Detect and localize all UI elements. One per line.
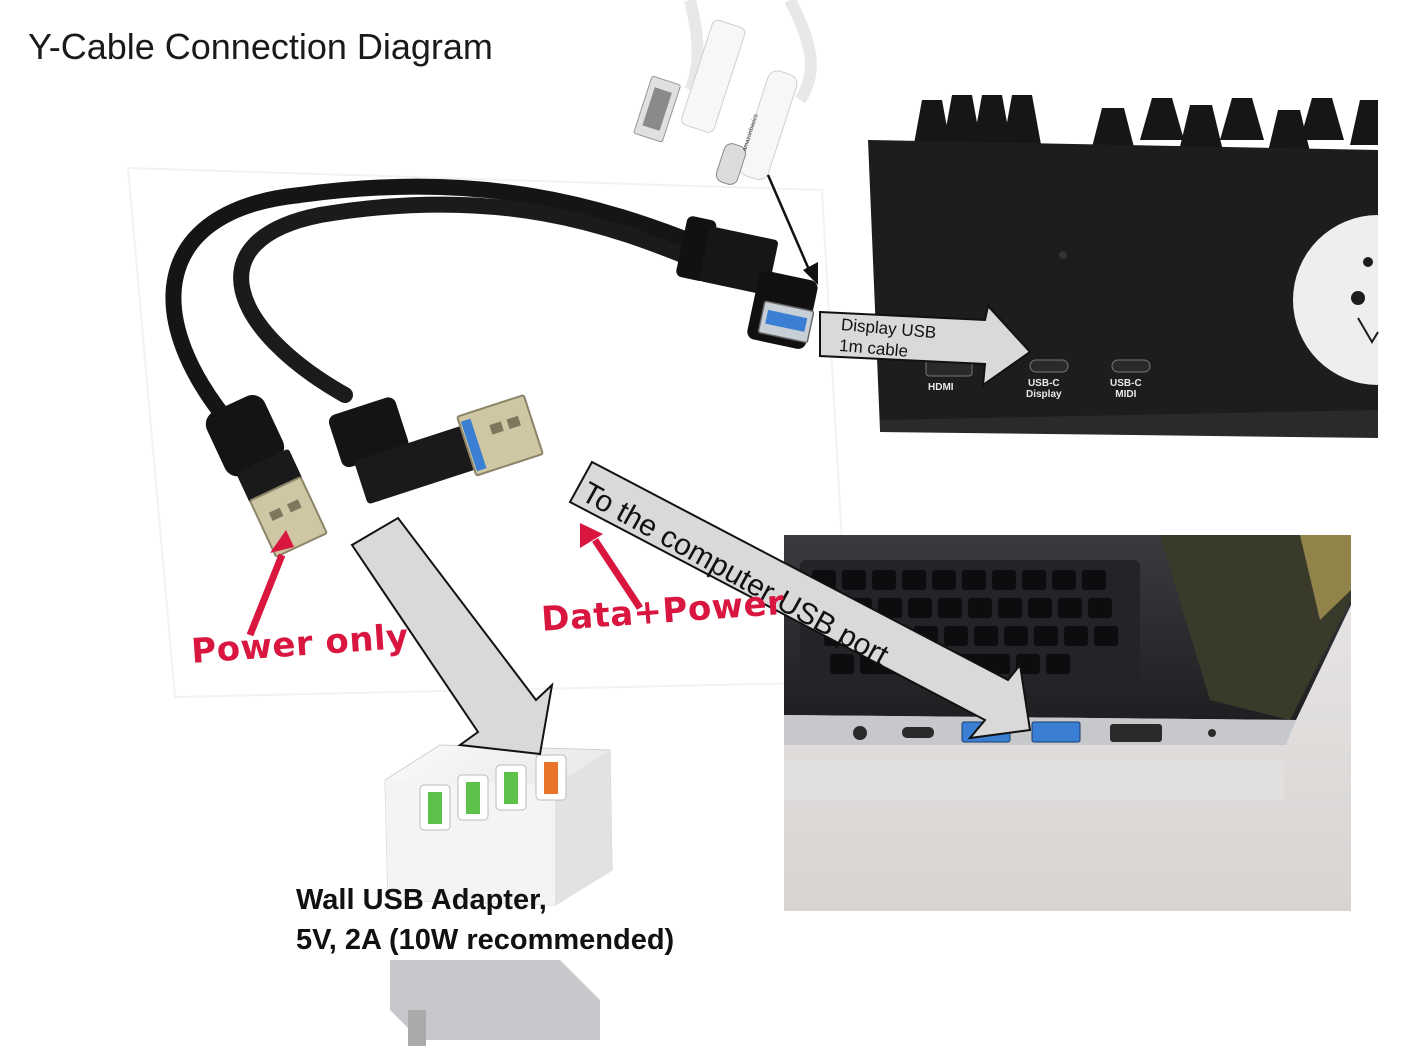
gray-arrow-to-charger [350, 516, 554, 756]
usb-plug-data-power [328, 394, 544, 504]
red-arrow-data-power [580, 523, 643, 610]
laptop-usb-port-2 [1031, 721, 1081, 743]
usbc-display-port [1029, 359, 1069, 373]
charger-plug-base [390, 960, 600, 1040]
gray-arrow-to-display-port [819, 303, 1032, 388]
gray-arrow-to-laptop [568, 460, 1032, 740]
cable-data-branch [233, 196, 708, 403]
black-arrow-cable-to-device [766, 174, 818, 285]
adapter-line2: 5V, 2A (10W recommended) [296, 924, 675, 956]
red-arrow-power-only [246, 530, 294, 637]
usbc-midi-text-1: USB-C [1110, 378, 1142, 389]
usbc-display-port-label: USB-C Display [1026, 378, 1062, 400]
usbc-display-text-2: Display [1026, 389, 1062, 400]
usbc-midi-port [1111, 359, 1151, 373]
cable-power-branch [165, 178, 708, 438]
laptop-photo [784, 535, 1351, 911]
device-knobs [912, 95, 1378, 160]
usb-female-end [676, 216, 818, 349]
usbc-display-text-1: USB-C [1027, 378, 1060, 389]
usbc-midi-text-2: MIDI [1115, 389, 1137, 400]
adapter-line1: Wall USB Adapter, [296, 884, 547, 916]
midi-din-port [1293, 215, 1378, 385]
wall-charger-photo [384, 744, 613, 1046]
hdmi-port-label: HDMI [928, 382, 954, 393]
charger-ports [419, 754, 567, 831]
laptop-hdmi-port [1110, 724, 1162, 742]
device-photo [862, 93, 1379, 448]
usb-plug-power-only [205, 395, 328, 558]
display-usb-label: Display USB 1m cable [838, 314, 937, 364]
usb-cable-thumbnail [633, 0, 817, 185]
hdmi-text: HDMI [928, 382, 954, 393]
usbc-midi-port-label: USB-C MIDI [1110, 378, 1142, 400]
diagram-title: Y-Cable Connection Diagram [28, 26, 493, 67]
wall-adapter-label: Wall USB Adapter, 5V, 2A (10W recommende… [296, 880, 674, 960]
